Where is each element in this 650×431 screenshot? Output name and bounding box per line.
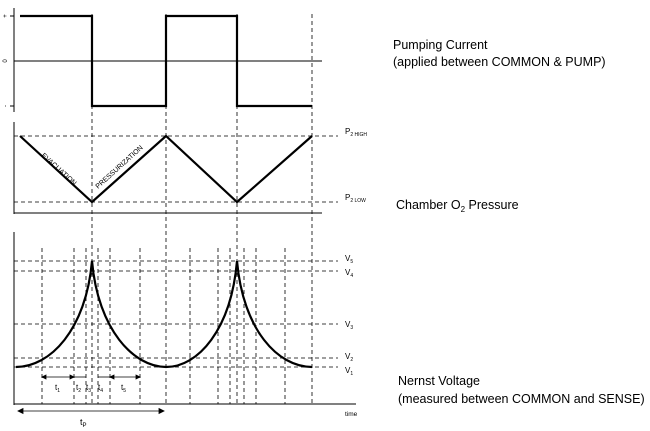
t5-label: t5 xyxy=(121,383,126,394)
v1-label: V1 xyxy=(345,366,353,377)
nernst-voltage-title: Nernst Voltage xyxy=(398,374,480,388)
vertical-grid-lines xyxy=(41,14,313,404)
chamber-pressure-panel: EVACUATION PRESSURIZATION P2 HIGH P2 LOW xyxy=(13,122,367,214)
t5-arrow-head-right xyxy=(135,374,141,380)
t1-label: t1 xyxy=(55,383,60,394)
p-high-label: P2 HIGH xyxy=(345,127,367,138)
tp-label: tP xyxy=(80,417,87,429)
v4-label: V4 xyxy=(345,268,353,279)
nernst-voltage-subtitle: (measured between COMMON and SENSE) xyxy=(398,392,645,406)
pressurization-label: PRESSURIZATION xyxy=(95,145,145,191)
pumping-current-title: Pumping Current xyxy=(393,38,488,52)
p-low-label: P2 LOW xyxy=(345,193,366,204)
t5-arrow-head-left xyxy=(109,374,115,380)
v3-label: V3 xyxy=(345,320,353,331)
pumping-minus-label: - xyxy=(3,105,9,107)
pumping-plus-label: + xyxy=(3,14,9,18)
t4-label: t4 xyxy=(98,383,103,394)
time-axis-label: time xyxy=(345,411,358,418)
t1-arrow-head-right xyxy=(69,374,75,380)
nernst-voltage-waveform xyxy=(15,260,313,369)
nernst-voltage-panel: V5 V4 V3 V2 V1 t1 t2 t3 t4 t5 tP time xyxy=(13,14,358,429)
t3-label: t3 xyxy=(86,383,91,394)
evacuation-label: EVACUATION xyxy=(40,152,78,187)
pumping-current-subtitle: (applied between COMMON & PUMP) xyxy=(393,55,606,69)
time-interval-markers xyxy=(17,374,165,415)
tp-arrow-head-left xyxy=(17,407,24,415)
chamber-pressure-title: Chamber O2 Pressure xyxy=(396,198,519,214)
tp-arrow-head-right xyxy=(158,407,165,415)
v2-label: V2 xyxy=(345,352,353,363)
v5-label: V5 xyxy=(345,254,353,265)
pumping-current-panel: + 0 - xyxy=(3,8,322,112)
t1-arrow-head-left xyxy=(41,374,47,380)
pumping-zero-label: 0 xyxy=(3,59,9,63)
t2-label: t2 xyxy=(76,383,81,394)
